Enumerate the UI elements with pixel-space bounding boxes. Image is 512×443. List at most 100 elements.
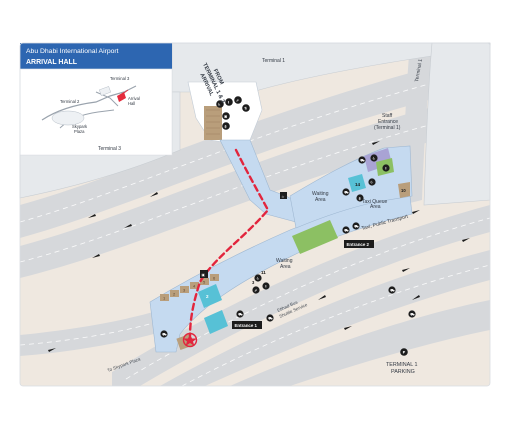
currency-exchange-icon: $ bbox=[356, 194, 364, 202]
inset-skypark-line2: Plaza bbox=[74, 129, 85, 134]
service-counters: 1 2 3 4 5 6 bbox=[160, 274, 219, 301]
service-number-2: 2 bbox=[206, 294, 209, 299]
information-icon-top: i bbox=[382, 164, 390, 172]
terminal-1-right-building bbox=[423, 42, 491, 206]
svg-text:⇅: ⇅ bbox=[243, 107, 247, 111]
counter-2 bbox=[170, 290, 179, 297]
svg-text:⛟: ⛟ bbox=[354, 225, 359, 229]
svg-text:i: i bbox=[385, 167, 386, 171]
taxi-queue-line1: Taxi Queue bbox=[362, 199, 388, 205]
svg-text:▣: ▣ bbox=[224, 115, 227, 119]
parking-line1: TERMINAL 1 bbox=[386, 362, 418, 368]
route-to-exit bbox=[188, 148, 270, 338]
svg-text:☪: ☪ bbox=[370, 181, 373, 185]
car-rental-icon: ⛟ bbox=[342, 188, 350, 196]
counter-label-4: 4 bbox=[193, 284, 196, 289]
counter-4 bbox=[190, 282, 199, 289]
service-number-10: 10 bbox=[401, 188, 406, 193]
bus-icon-right: ⛟ bbox=[408, 310, 416, 318]
waiting-area-top-line1: Waiting bbox=[312, 191, 329, 197]
inset-arrival-hall-highlight bbox=[117, 92, 126, 102]
svg-text:⛟: ⛟ bbox=[344, 191, 349, 195]
toilets-icon-mid: ♿ bbox=[254, 274, 262, 282]
parking-line2: PARKING bbox=[391, 369, 415, 375]
parking-icon: P bbox=[400, 348, 408, 356]
baggage-icon: ▣ bbox=[222, 112, 230, 120]
title-line2: ARRIVAL HALL bbox=[26, 59, 78, 66]
service-number-14: 14 bbox=[355, 182, 361, 187]
svg-text:⛟: ⛟ bbox=[162, 333, 167, 337]
you-are-here-icon bbox=[182, 332, 198, 348]
svg-text:♿: ♿ bbox=[218, 103, 221, 107]
svg-text:⛟: ⛟ bbox=[238, 313, 243, 317]
taxi-queue-line2: Area bbox=[370, 204, 381, 210]
atm-icon: $ bbox=[222, 122, 230, 130]
toilets-icon: ♿ bbox=[216, 100, 224, 108]
service-number-badges: 14 11 10 2 3 bbox=[206, 182, 406, 299]
inset-locator-map: Terminal 3 Terminal 2 Arrival Hall Skypa… bbox=[19, 68, 173, 156]
terminal3-label: Terminal 3 bbox=[98, 146, 121, 152]
taxi-icon-right: ⛟ bbox=[388, 286, 396, 294]
bus-icon-bottom: ⛟ bbox=[266, 314, 274, 322]
svg-text:$: $ bbox=[359, 197, 362, 201]
green-waiting-zone bbox=[292, 220, 338, 254]
prayer-room-icon: ☪ bbox=[368, 178, 376, 186]
pictograms: ♿ i ⇗ ▣ $ ⇅ ☕ ⛟ ♿ i ☪ $ ⛟ ⛟ ⛟ ⛟ ⛟ ♿ i ⇗ … bbox=[160, 96, 416, 356]
service-number-3: 3 bbox=[252, 280, 255, 285]
counter-label-2: 2 bbox=[173, 292, 176, 297]
staff-entrance-line1: Staff bbox=[382, 113, 393, 119]
counter-3 bbox=[180, 286, 189, 293]
svg-text:⛟: ⛟ bbox=[390, 289, 395, 293]
toilets-icon-top: ♿ bbox=[370, 154, 378, 162]
terminal1-right-label: Terminal 1 bbox=[414, 58, 424, 82]
road-lower-2 bbox=[160, 250, 490, 386]
svg-text:⇗: ⇗ bbox=[236, 99, 239, 103]
svg-text:P: P bbox=[403, 351, 406, 355]
teal-zone-left bbox=[198, 284, 222, 308]
inset-arrival-line2: Hall bbox=[128, 101, 135, 106]
terminal1-top-label: Terminal 1 bbox=[262, 58, 285, 64]
taxi-icon-mid: ⛟ bbox=[342, 226, 350, 234]
teal-zone-bottom bbox=[204, 310, 228, 334]
teal-zone-top bbox=[348, 174, 366, 192]
bus-icon-mid: ⛟ bbox=[352, 222, 360, 230]
terminal-3-building bbox=[19, 91, 181, 199]
cafe-icon: ☕ bbox=[280, 192, 287, 199]
counter-1 bbox=[160, 294, 169, 301]
svg-text:⛟: ⛟ bbox=[344, 229, 349, 233]
arrival-stair-area bbox=[204, 106, 222, 140]
entrance-2-label: Entrance 2 bbox=[347, 242, 370, 247]
svg-text:▣: ▣ bbox=[202, 273, 205, 277]
entrance-1-label: Entrance 1 bbox=[235, 323, 258, 328]
entrance-2-tag: Entrance 2 bbox=[344, 240, 374, 248]
staff-entrance-line3: (Terminal 1) bbox=[374, 125, 401, 131]
road-left-bottom bbox=[20, 310, 168, 356]
elevator-icon: ⇅ bbox=[242, 104, 250, 112]
svg-text:i: i bbox=[265, 285, 266, 289]
inset-terminal3-top: Terminal 3 bbox=[110, 76, 130, 81]
waiting-area-mid-line2: Area bbox=[280, 264, 291, 270]
bus-icon-left: ⛟ bbox=[160, 330, 168, 338]
information-icon-mid: i bbox=[262, 282, 270, 290]
taxi-icon-top: ⛟ bbox=[358, 156, 366, 164]
counter-label-3: 3 bbox=[183, 288, 186, 293]
waiting-area-mid-line1: Waiting bbox=[276, 258, 293, 264]
inset-skypark-line1: Skypark bbox=[72, 124, 88, 129]
entrance-1-tag: Entrance 1 bbox=[232, 321, 262, 329]
counter-label-1: 1 bbox=[163, 296, 166, 301]
title-line1: Abu Dhabi International Airport bbox=[26, 48, 119, 55]
road-lower-3 bbox=[230, 300, 490, 386]
staff-entrance-line2: Entrance bbox=[378, 119, 398, 125]
road-lower-1 bbox=[112, 205, 490, 386]
road-upper-1 bbox=[20, 52, 490, 238]
baggage-icon-left: ▣ bbox=[200, 270, 208, 278]
svg-text:i: i bbox=[228, 101, 229, 105]
information-icon: i bbox=[225, 98, 233, 106]
svg-text:⛟: ⛟ bbox=[360, 159, 365, 163]
counter-5 bbox=[200, 278, 209, 285]
inset-terminal2: Terminal 2 bbox=[60, 99, 80, 104]
inset-arrival-line1: Arrival bbox=[128, 96, 140, 101]
brown-zone bbox=[398, 182, 410, 198]
escalator-icon-mid: ⇗ bbox=[252, 286, 260, 294]
